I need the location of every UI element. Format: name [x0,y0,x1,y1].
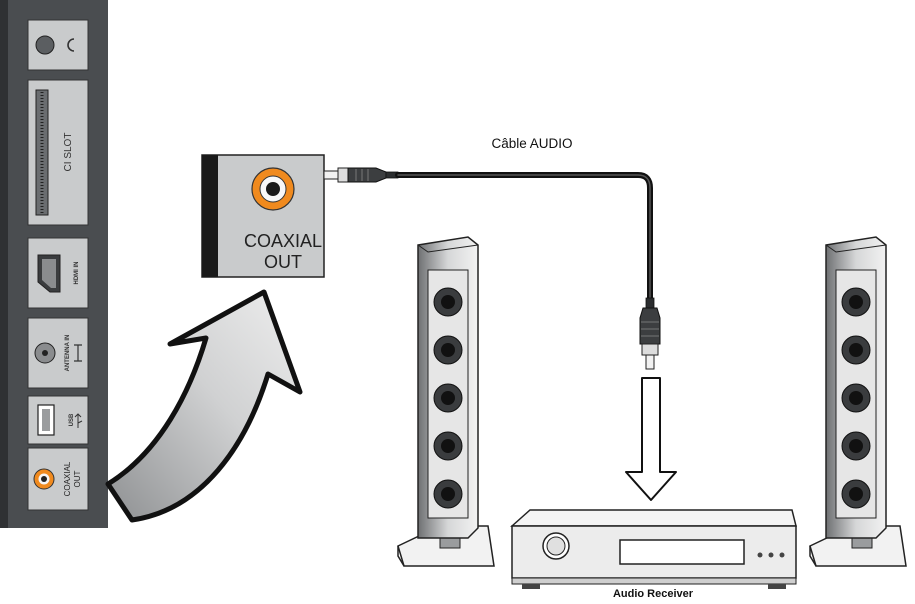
hdmi-label: HDMI IN [74,262,80,285]
headphone-icon [67,38,75,52]
tv-side-panel: CI SLOT HDMI IN ANTENNA IN USB [0,0,108,528]
zoom-coaxial-label-line1: COAXIAL [244,231,322,251]
hdmi-port: HDMI IN [27,237,89,309]
headphone-port [27,19,89,71]
left-speaker [397,236,495,567]
antenna-label: ANTENNA IN [65,335,71,372]
coaxial-out-port: COAXIAL OUT [27,447,89,511]
coaxial-label-line1: COAXIAL [63,461,72,496]
zoom-coaxial-label-line2: OUT [264,252,302,272]
down-arrow [625,377,677,501]
audio-cable [323,167,661,370]
audio-receiver [510,509,797,589]
coaxial-label-line2: OUT [73,470,82,487]
speaker-driver-icon [433,287,463,509]
usb-label: USB [69,413,75,426]
antenna-icon [74,344,82,362]
right-speaker [809,236,907,567]
ci-slot-port: CI SLOT [27,79,89,226]
antenna-port: ANTENNA IN [27,317,89,389]
speaker-driver-icon [841,287,871,509]
usb-icon [74,413,83,428]
usb-port: USB [27,395,89,445]
receiver-buttons-icon [757,552,785,558]
cable-label: Câble AUDIO [491,136,572,151]
coaxial-zoom-box: COAXIAL OUT [201,154,325,278]
volume-knob-icon [542,532,570,560]
ci-slot-label: CI SLOT [63,133,74,172]
curved-arrow [105,289,303,523]
receiver-label: Audio Receiver [613,588,694,600]
